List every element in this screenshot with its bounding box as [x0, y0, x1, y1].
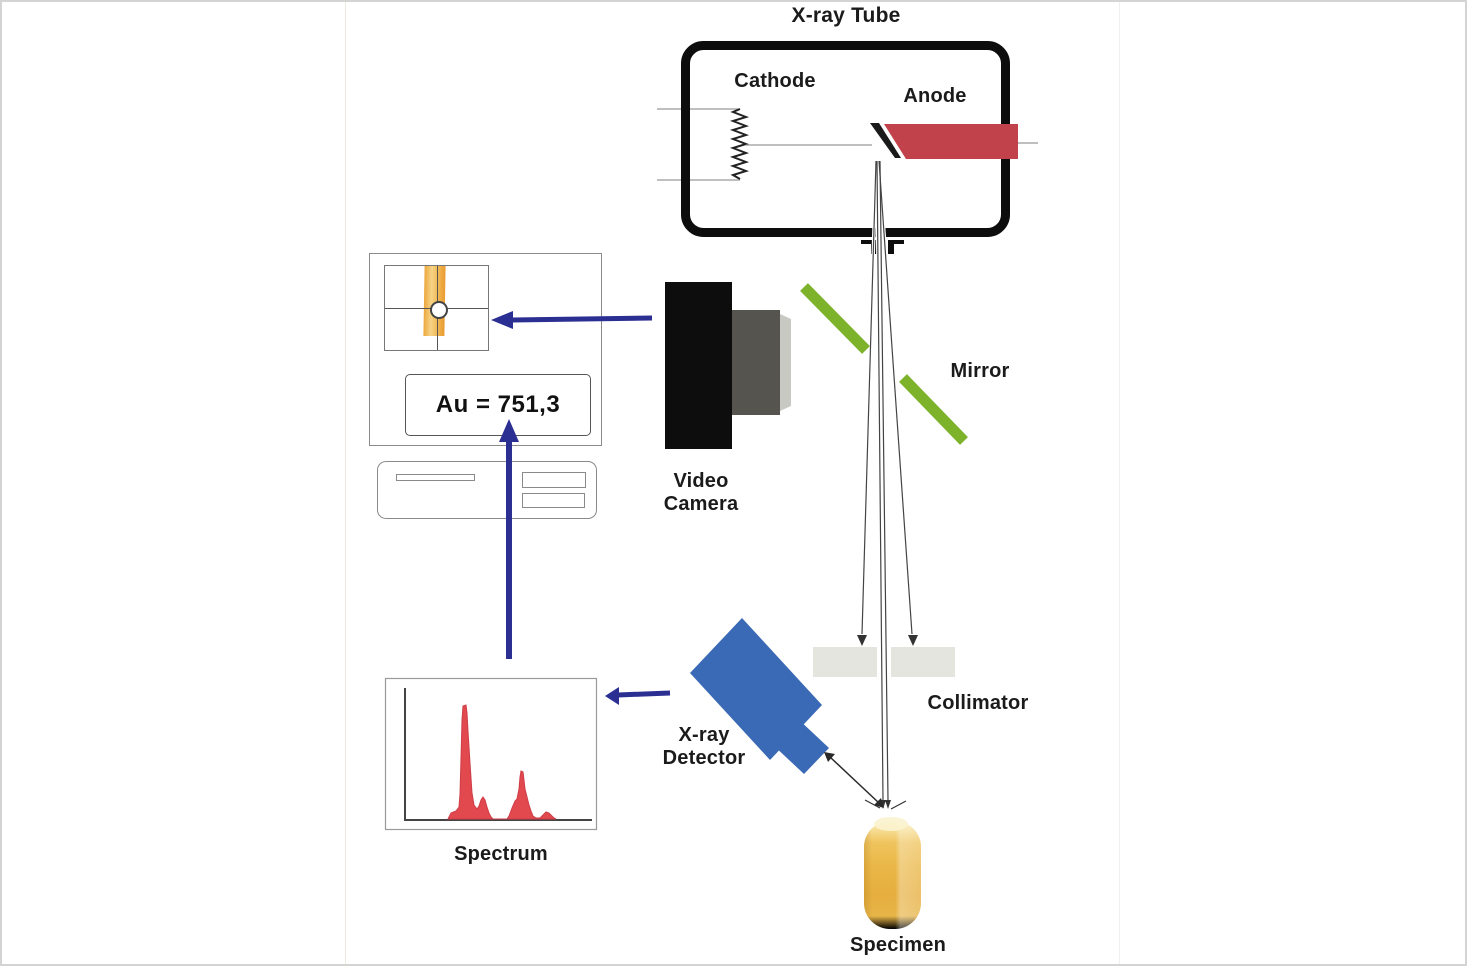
xray-detector-snout — [772, 718, 829, 774]
specimen-top-glow — [874, 817, 908, 831]
xray-tube-label: X-ray Tube — [791, 4, 901, 27]
specimen-label: Specimen — [849, 934, 947, 956]
monitor: Au = 751,3 — [369, 253, 602, 446]
crosshair-reticle — [430, 301, 448, 319]
spectrum-curve — [447, 704, 557, 820]
beam-arrowhead-collimator-right — [908, 635, 918, 646]
spectrum-box — [384, 677, 598, 831]
mirror-label: Mirror — [950, 360, 1010, 382]
keyboard — [377, 461, 597, 519]
cathode-label: Cathode — [734, 70, 816, 92]
spectrum-label: Spectrum — [454, 843, 548, 865]
collimator-right — [891, 647, 955, 677]
specimen-arrowhead — [874, 798, 884, 808]
xray-beam-outer-right — [878, 160, 913, 635]
xray-beam-outer-left — [861, 160, 877, 635]
mirror-segment-lower — [899, 374, 968, 445]
collimator-left — [813, 647, 877, 677]
page-edge-right — [1119, 0, 1120, 966]
video-camera-body — [665, 282, 732, 449]
keyboard-key-1 — [522, 472, 586, 488]
monitor-screen — [384, 265, 489, 351]
page-edge-left — [345, 0, 346, 966]
detector-arrowhead — [824, 752, 835, 762]
detector-specimen-arrow — [829, 756, 880, 804]
mirror-segment-upper — [800, 283, 870, 354]
keyboard-key-2 — [522, 493, 585, 508]
arrow-detector-to-spectrum — [605, 687, 671, 705]
beam-flare-left — [864, 799, 881, 809]
video-camera-lens — [732, 310, 780, 415]
anode-face-shadow — [870, 123, 901, 158]
beam-arrowhead-specimen-right — [885, 800, 891, 809]
tube-mount-left — [861, 240, 877, 254]
beam-arrowhead-specimen-left — [880, 800, 886, 809]
xray-detector-label: X-ray Detector — [662, 724, 746, 769]
readout-box: Au = 751,3 — [405, 374, 591, 436]
anode-shape — [884, 124, 1018, 159]
xray-beam-center-left — [876, 160, 884, 801]
readout-value: Au = 751,3 — [435, 391, 561, 418]
keyboard-slot — [396, 474, 475, 481]
specimen-shading — [864, 821, 921, 929]
beam-arrowhead-collimator-left — [857, 635, 867, 646]
video-camera-lens-ring — [780, 314, 791, 411]
specimen-shape — [864, 821, 921, 929]
video-camera-label: Video Camera — [663, 470, 739, 515]
arrow-spectrum-to-readout — [499, 419, 519, 659]
anode-label: Anode — [903, 85, 967, 107]
collimator-label: Collimator — [927, 692, 1029, 714]
spectrum-axis — [404, 688, 592, 821]
tube-mount-right — [888, 240, 904, 254]
beam-flare-right — [890, 800, 907, 810]
cathode-filament-zigzag — [729, 108, 750, 180]
xray-beam-center-right — [879, 160, 889, 801]
